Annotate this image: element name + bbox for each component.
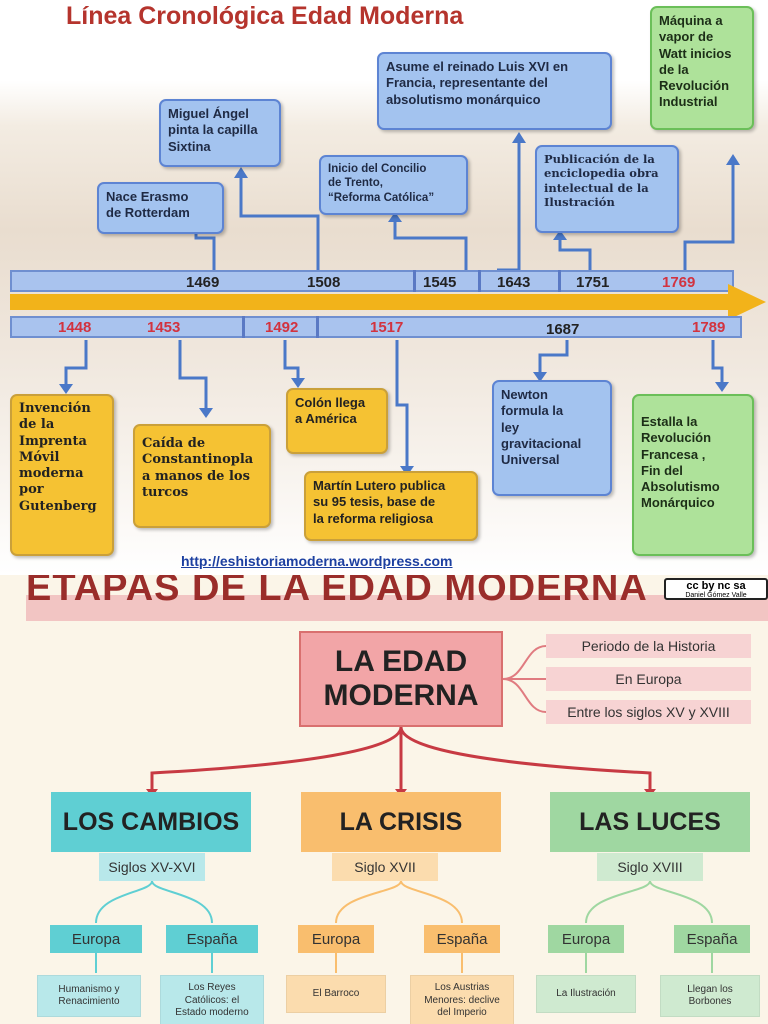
stage-los-cambios: LOS CAMBIOS	[51, 792, 251, 852]
stage-century: Siglos XV-XVI	[99, 853, 205, 881]
event-box-erasmo: Nace Erasmo de Rotterdam	[97, 182, 224, 234]
region-europa: Europa	[548, 925, 624, 953]
etapas-title: ETAPAS DE LA EDAD MODERNA	[26, 575, 648, 609]
bar-separator	[242, 316, 245, 338]
concept-map-connectors	[95, 645, 713, 973]
event-box-constantinopla: Caída de Constantinopla a manos de los t…	[133, 424, 271, 528]
event-box-maquina-vapor: Máquina a vapor de Watt inicios de la Re…	[650, 6, 754, 130]
license-author: Daniel Gómez Valle	[685, 592, 747, 599]
event-box-revolucion-francesa: Estalla la Revolución Francesa , Fin del…	[632, 394, 754, 556]
stage-century: Siglo XVIII	[597, 853, 703, 881]
timeline-arrowhead	[728, 284, 766, 320]
license-badge: cc by nc sa Daniel Gómez Valle	[664, 578, 768, 600]
fact-item: Los Reyes Católicos: el Estado moderno	[160, 975, 264, 1024]
year-label: 1789	[692, 319, 726, 336]
stage-la-crisis: LA CRISIS	[301, 792, 501, 852]
region-espana: España	[674, 925, 750, 953]
bar-separator	[558, 270, 561, 292]
bar-separator	[478, 270, 481, 292]
region-europa: Europa	[298, 925, 374, 953]
event-box-luis-xvi: Asume el reinado Luis XVI en Francia, re…	[377, 52, 612, 130]
fact-item: El Barroco	[286, 975, 386, 1013]
year-label: 1453	[147, 319, 181, 336]
definition-item: Entre los siglos XV y XVIII	[546, 700, 751, 724]
event-box-newton: Newton formula la ley gravitacional Univ…	[492, 380, 612, 496]
definition-item: Periodo de la Historia	[546, 634, 751, 658]
year-label: 1545	[423, 274, 457, 291]
event-box-capilla-sixtina: Miguel Ángel pinta la capilla Sixtina	[159, 99, 281, 167]
year-label: 1751	[576, 274, 610, 291]
event-box-lutero: Martín Lutero publica su 95 tesis, base …	[304, 471, 478, 541]
year-label: 1508	[307, 274, 341, 291]
title-stripe	[26, 595, 768, 621]
fact-item: Los Austrias Menores: declive del Imperi…	[410, 975, 514, 1024]
timeline-connectors	[59, 132, 740, 476]
definition-item: En Europa	[546, 667, 751, 691]
event-box-concilio-trento: Inicio del Concilio de Trento, “Reforma …	[319, 155, 468, 215]
year-label: 1517	[370, 319, 404, 336]
region-europa: Europa	[50, 925, 142, 953]
source-link[interactable]: http://eshistoriamoderna.wordpress.com	[181, 553, 453, 569]
bar-separator	[413, 270, 416, 292]
timeline-title: Línea Cronológica Edad Moderna	[66, 2, 464, 30]
region-espana: España	[424, 925, 500, 953]
event-box-imprenta: Invención de la Imprenta Móvil moderna p…	[10, 394, 114, 556]
fact-item: Humanismo y Renacimiento	[37, 975, 141, 1017]
timeline-arrow-band	[10, 294, 730, 310]
event-box-enciclopedia: Publicación de la enciclopedia obra inte…	[535, 145, 679, 233]
year-label: 1492	[265, 319, 299, 336]
region-espana: España	[166, 925, 258, 953]
etapas-panel: ETAPAS DE LA EDAD MODERNA cc by nc sa Da…	[0, 575, 768, 1024]
upper-year-bar	[10, 270, 734, 292]
fact-item: La Ilustración	[536, 975, 636, 1013]
year-label: 1687	[546, 321, 580, 338]
bar-separator	[316, 316, 319, 338]
year-label: 1448	[58, 319, 92, 336]
stage-las-luces: LAS LUCES	[550, 792, 750, 852]
year-label: 1769	[662, 274, 696, 291]
main-concept-box: LA EDAD MODERNA	[299, 631, 503, 727]
fact-item: Llegan los Borbones	[660, 975, 760, 1017]
cc-license-icon: cc by nc sa	[686, 580, 746, 592]
timeline-panel: Línea Cronológica Edad Moderna	[0, 0, 768, 575]
year-label: 1643	[497, 274, 531, 291]
stage-century: Siglo XVII	[332, 853, 438, 881]
lower-year-bar	[10, 316, 742, 338]
year-label: 1469	[186, 274, 220, 291]
event-box-colon: Colón llega a América	[286, 388, 388, 454]
